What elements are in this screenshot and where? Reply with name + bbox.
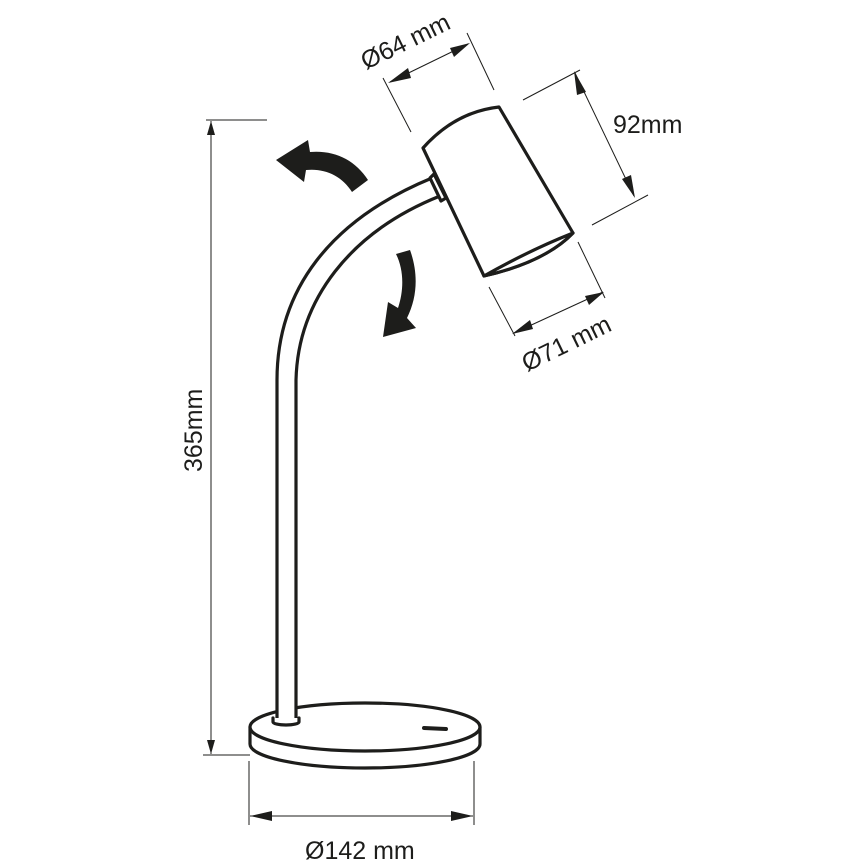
lamp-base: [248, 701, 482, 770]
dim-label-total-height: 365mm: [180, 389, 208, 472]
dim-label-base-diameter: Ø142 mm: [305, 837, 415, 865]
dimension-total-height: 365mm: [180, 119, 267, 756]
rotate-up-arrow-icon: [276, 140, 368, 192]
switch-slot: [422, 726, 448, 731]
dim-label-head-top: Ø64 mm: [356, 8, 454, 75]
dim-label-head-length: 92mm: [613, 111, 682, 139]
lamp-head: [421, 105, 575, 278]
rotate-down-arrow-icon: [383, 250, 416, 337]
dimension-head-length: 92mm: [522, 69, 682, 226]
dim-label-head-bottom: Ø71 mm: [517, 310, 615, 377]
lamp-arm: [271, 172, 448, 727]
dimension-base-diameter: Ø142 mm: [248, 761, 475, 865]
